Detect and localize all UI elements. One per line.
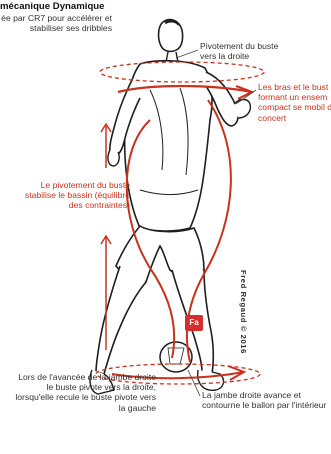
player-back-leg [96, 266, 146, 374]
annotation-jambe-gauche: Lors de l'avancée de la jambe droite le … [10, 372, 156, 413]
diagram-subtitle: ée par CR7 pour accélérer et stabiliser … [0, 13, 112, 33]
annotation-bras: Les bras et le bust formant un ensem com… [258, 82, 331, 123]
annotation-pivot: Le pivotement du buste stabilise le bass… [22, 180, 130, 211]
annotation-jambe-droite: La jambe droite avance et contourne le b… [202, 390, 330, 410]
annotation-buste: Pivotement du buste vers la droite [200, 41, 292, 61]
leader-line-buste [176, 50, 198, 58]
credit-label: Fred Regaud © 2016 [236, 270, 248, 390]
brand-logo: Fa [185, 315, 203, 331]
diagram-title: mécanique Dynamique [0, 2, 105, 12]
torso-rotation-arrowhead [236, 86, 252, 99]
